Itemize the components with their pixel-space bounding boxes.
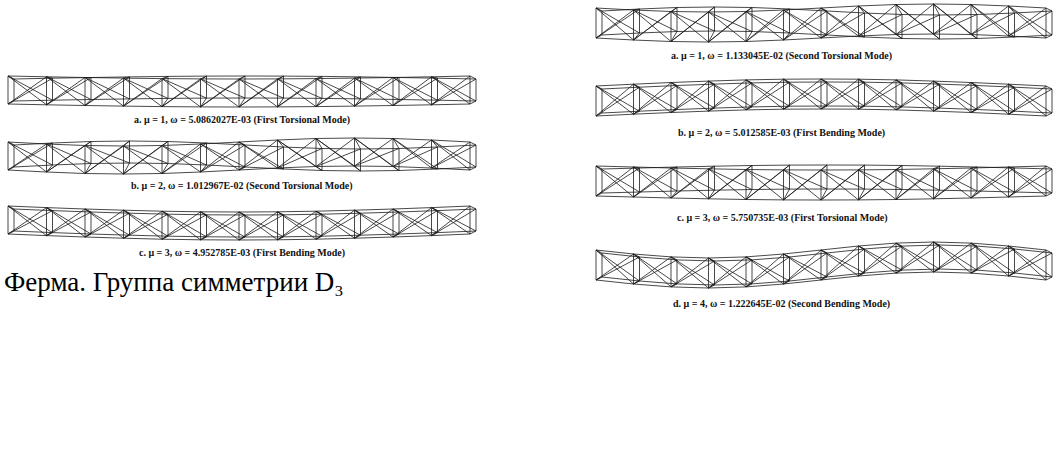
truss-members	[596, 165, 1052, 200]
mode-caption: c. μ = 3, ω = 4.952785E-03 (First Bendin…	[139, 247, 345, 259]
mode-caption: a. μ = 1, ω = 1.133045E-02 (Second Torsi…	[671, 50, 892, 62]
truss-figure	[8, 138, 476, 174]
truss-members	[8, 76, 476, 107]
truss-figure	[596, 165, 1052, 200]
mode-caption: b. μ = 2, ω = 5.012585E-03 (First Bendin…	[678, 127, 885, 139]
truss-members	[596, 79, 1052, 116]
truss-figure	[8, 76, 476, 107]
truss-members	[596, 242, 1052, 288]
mode-caption: c. μ = 3, ω = 5.750735E-03 (First Torsio…	[677, 212, 887, 224]
truss-figure	[596, 79, 1052, 116]
figure-title: Ферма. Группа симметрии D₃	[4, 266, 344, 298]
truss-members	[8, 206, 476, 240]
truss-figure	[596, 4, 1052, 42]
mode-caption: d. μ = 4, ω = 1.222645E-02 (Second Bendi…	[673, 298, 890, 310]
truss-figure	[8, 206, 476, 240]
truss-members	[596, 4, 1052, 42]
mode-caption: b. μ = 2, ω = 1.012967E-02 (Second Torsi…	[131, 180, 353, 192]
truss-figure	[596, 242, 1052, 288]
mode-caption: a. μ = 1, ω = 5.0862027E-03 (First Torsi…	[134, 114, 350, 126]
truss-members	[8, 138, 476, 174]
